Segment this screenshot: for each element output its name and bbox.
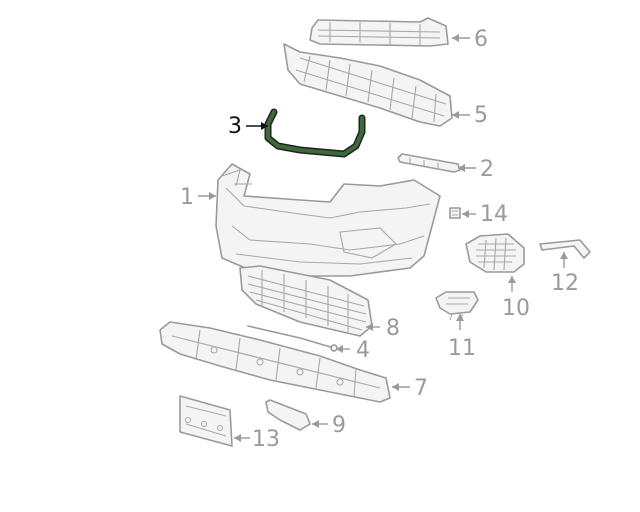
- part-13-license-bracket: [179, 395, 233, 447]
- callout-6: 6: [474, 27, 488, 52]
- part-12-molding-strip: [539, 239, 591, 259]
- part-10-fog-bezel: [465, 233, 525, 273]
- part-9-deflector: [265, 399, 311, 431]
- callout-13: 13: [252, 427, 280, 452]
- callout-7: 7: [414, 376, 428, 401]
- part-2-bracket: [397, 153, 461, 173]
- part-3-seal-strip: [264, 108, 366, 158]
- part-7-skid-plate: [159, 321, 391, 403]
- callout-3: 3: [228, 114, 242, 139]
- part-14-clip: [449, 207, 461, 219]
- leader-lines: [198, 34, 568, 442]
- part-1-bumper-fascia: [215, 163, 441, 277]
- callout-12: 12: [551, 271, 579, 296]
- callout-11: 11: [448, 336, 476, 361]
- part-8-lower-grille: [239, 265, 373, 337]
- part-11-sensor-bracket: [435, 291, 479, 321]
- callout-5: 5: [474, 103, 488, 128]
- callout-14: 14: [480, 202, 508, 227]
- callout-1: 1: [180, 185, 194, 210]
- part-5-energy-absorber: [283, 43, 453, 127]
- callout-9: 9: [332, 413, 346, 438]
- part-4-trim-strip: [247, 325, 338, 352]
- callout-8: 8: [386, 316, 400, 341]
- callout-4: 4: [356, 338, 370, 363]
- part-6-reinforcement-bar: [309, 17, 449, 47]
- callout-labels: 6 5 3 2 1 14 12 10 11 8 4 7 9 13: [180, 27, 579, 452]
- callout-10: 10: [502, 296, 530, 321]
- callout-2: 2: [480, 157, 494, 182]
